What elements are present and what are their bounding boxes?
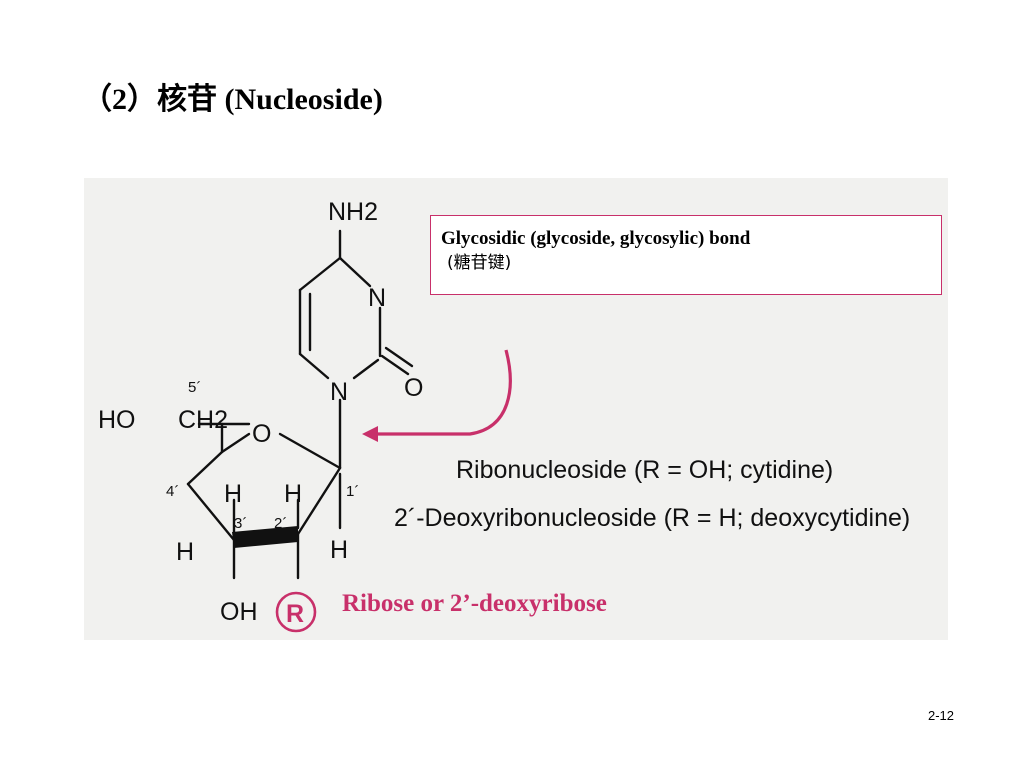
atom-n3: N: [368, 284, 386, 312]
atom-r: R: [286, 600, 304, 628]
atom-nh2: NH2: [328, 198, 378, 226]
glycosidic-bond-title: Glycosidic (glycoside, glycosylic) bond: [441, 228, 751, 249]
bond-c2-o: [380, 354, 410, 376]
prime-2: 2´: [274, 515, 287, 532]
prime-5: 5´: [188, 379, 201, 396]
atom-ring-o: O: [252, 420, 271, 448]
atom-h1prime: H: [284, 480, 302, 508]
bond-c4prime-o: [220, 432, 251, 454]
glycosidic-bond-callout: Glycosidic (glycoside, glycosylic) bond …: [430, 215, 942, 295]
deoxyribonucleoside-label: 2´-Deoxyribonucleoside (R = H; deoxycyti…: [394, 504, 910, 532]
sugar-front-bond: [232, 526, 298, 548]
ribonucleoside-label: Ribonucleoside (R = OH; cytidine): [456, 456, 833, 484]
ribose-label: Ribose or 2’-deoxyribose: [342, 590, 607, 617]
arrow-head: [362, 426, 378, 442]
bond-n1-c6: [298, 352, 330, 380]
glycosidic-bond-chinese: (糖苷键): [447, 253, 512, 273]
atom-carbonyl-o: O: [404, 374, 423, 402]
bond-c2-n1: [352, 358, 380, 380]
bond-o-c1prime: [278, 432, 342, 470]
glycosidic-bond-arrow: [366, 349, 512, 436]
atom-ch2: CH2: [178, 406, 228, 434]
r-group-highlight-circle: [275, 591, 317, 633]
atom-n1: N: [330, 378, 348, 406]
slide-title: （2）核苷 (Nucleoside): [82, 83, 383, 116]
prime-4: 4´: [166, 483, 179, 500]
prime-3: 3´: [234, 515, 247, 532]
cytidine-structure-diagram: NH2 N N O O HO CH2 H H H H OH R 5´ 4´ 1´…: [98, 198, 910, 633]
bond-c4prime-c3prime: [186, 450, 224, 486]
atom-oh: OH: [220, 598, 258, 626]
page-number: 2-12: [928, 708, 955, 723]
bond-c5-c4: [298, 256, 342, 292]
bond-c4-n3: [338, 256, 372, 288]
atom-h3prime: H: [176, 538, 194, 566]
prime-1: 1´: [346, 483, 359, 500]
atom-ho: HO: [98, 406, 136, 434]
bond-c4prime-c3prime-wedge: [186, 482, 236, 542]
atom-h2prime: H: [330, 536, 348, 564]
atom-h4prime: H: [224, 480, 242, 508]
bond-c1prime-c2prime: [296, 466, 342, 536]
bond-c2-o-double: [384, 346, 414, 368]
